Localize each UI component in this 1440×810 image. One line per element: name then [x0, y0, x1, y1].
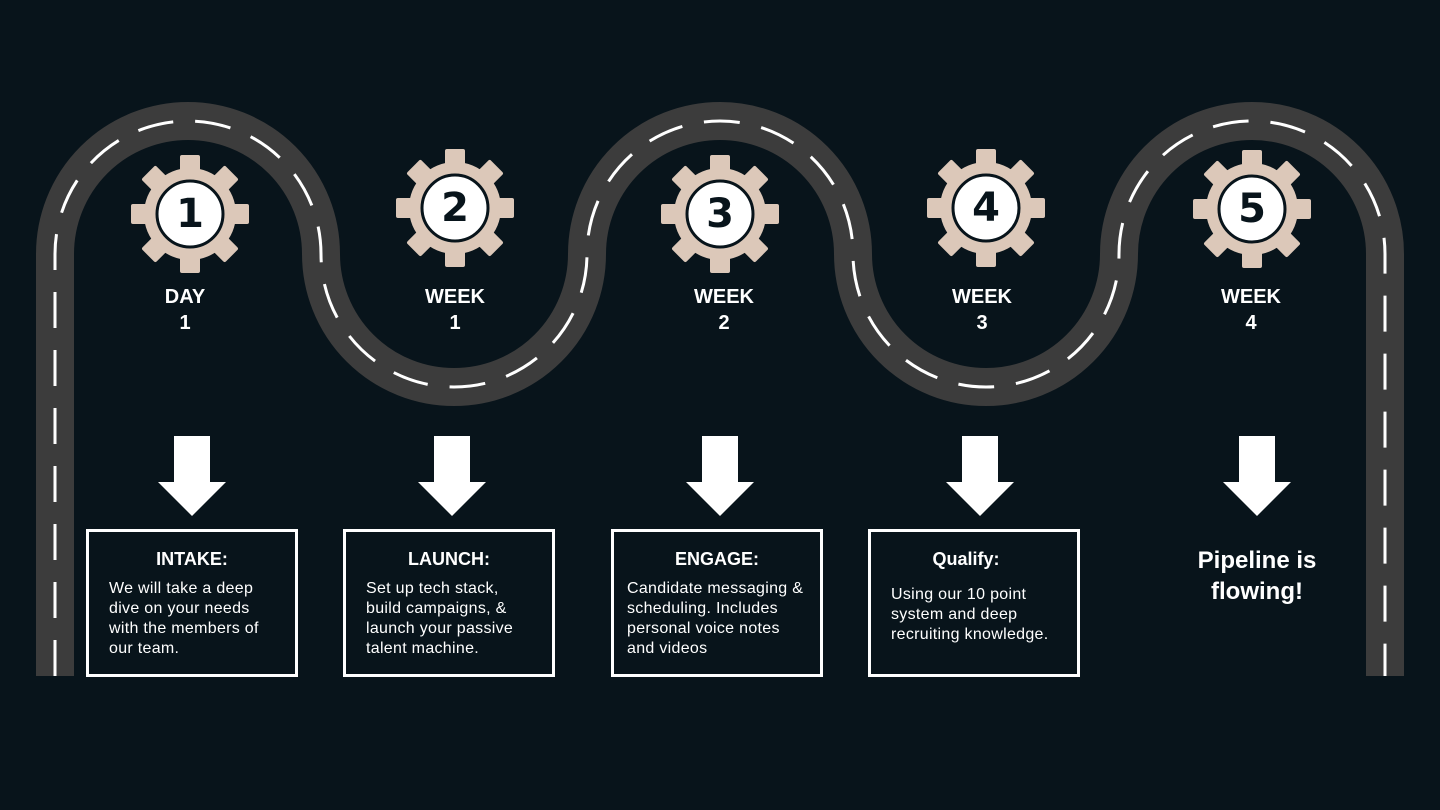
card-text: Set up tech stack, build campaigns, & la… — [366, 580, 514, 657]
stage-card-intake: INTAKE: We will take a deep dive on your… — [86, 529, 298, 677]
down-arrow-icon — [686, 436, 754, 516]
stage-label: DAY 1 — [125, 284, 245, 336]
card-text: Using our 10 point system and deep recru… — [891, 586, 1049, 643]
stage-label-line1: WEEK — [1221, 286, 1281, 308]
stage-label-line2: 1 — [179, 312, 191, 334]
gear-icon-1: 1 — [131, 155, 249, 273]
stage-number: 4 — [972, 185, 1000, 231]
stage-number: 3 — [706, 191, 734, 237]
stage-number: 1 — [176, 191, 204, 237]
stage-label: WEEK 3 — [922, 284, 1042, 336]
stage-label-line1: WEEK — [425, 286, 485, 308]
stage-label-line2: 1 — [449, 312, 461, 334]
gear-icon-3: 3 — [661, 155, 779, 273]
stage-number: 2 — [441, 185, 469, 231]
gear-icon-2: 2 — [396, 149, 514, 267]
stage-card-launch: LAUNCH: Set up tech stack, build campaig… — [343, 529, 555, 677]
stage-label: WEEK 2 — [664, 284, 784, 336]
card-title: INTAKE: — [156, 549, 228, 569]
pipeline-flowing-text: Pipeline is flowing! — [1197, 547, 1317, 605]
stage-label-line1: WEEK — [952, 286, 1012, 308]
stage-label-line2: 2 — [718, 312, 730, 334]
stage-label-line2: 4 — [1245, 312, 1257, 334]
stage-label-line2: 3 — [976, 312, 988, 334]
stage-label: WEEK 1 — [395, 284, 515, 336]
stage-label-line1: WEEK — [694, 286, 754, 308]
card-title: ENGAGE: — [674, 549, 759, 569]
down-arrow-icon — [1223, 436, 1291, 516]
stage-label-line1: DAY — [164, 286, 206, 308]
card-title: Qualify: — [932, 549, 1000, 569]
down-arrow-icon — [946, 436, 1014, 516]
stage-number: 5 — [1238, 186, 1266, 232]
down-arrow-icon — [158, 436, 226, 516]
stage-card-qualify: Qualify: Using our 10 point system and d… — [868, 529, 1080, 677]
gear-icon-5: 5 — [1193, 150, 1311, 268]
stage-card-engage: ENGAGE: Candidate messaging & scheduling… — [611, 529, 823, 677]
stage-label: WEEK 4 — [1191, 284, 1311, 336]
down-arrow-icon — [418, 436, 486, 516]
gear-icon-4: 4 — [927, 149, 1045, 267]
card-title: LAUNCH: — [408, 549, 490, 569]
card-text: We will take a deep dive on your needs w… — [109, 580, 259, 657]
card-text: Candidate messaging & scheduling. Includ… — [627, 580, 804, 657]
